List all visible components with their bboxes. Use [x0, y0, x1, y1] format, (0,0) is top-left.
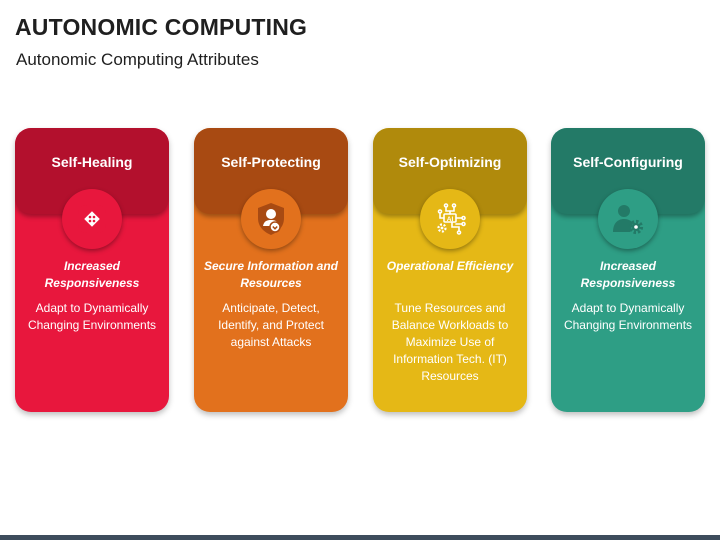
- card-title: Self-Protecting: [221, 154, 321, 170]
- icon-circle: AI: [420, 189, 480, 249]
- card-attribute: Increased Responsiveness: [44, 259, 140, 290]
- user-gear-icon: [613, 205, 644, 235]
- bandage-icon: [78, 205, 106, 233]
- card-description: Tune Resources and Balance Workloads to …: [391, 301, 509, 383]
- footer-bar: [0, 535, 720, 540]
- card-attribute: Secure Information and Resources: [203, 259, 339, 290]
- card-title: Self-Optimizing: [398, 154, 502, 170]
- card-self-configuring: Self-Configuring Increased Responsivenes…: [551, 128, 705, 412]
- card-description: Anticipate, Detect, Identify, and Protec…: [218, 301, 324, 349]
- icon-circle: [241, 189, 301, 249]
- svg-text:AI: AI: [447, 216, 454, 223]
- card-self-healing: Self-Healing Increased Responsiveness Ad…: [15, 128, 169, 412]
- ai-circuit-icon: AI: [437, 203, 466, 235]
- card-description: Adapt to Dynamically Changing Environmen…: [563, 301, 693, 332]
- card-attribute: Increased Responsiveness: [580, 259, 676, 290]
- icon-circle: [62, 189, 122, 249]
- icon-circle: [598, 189, 658, 249]
- card-title: Self-Configuring: [573, 154, 683, 170]
- page-subtitle: Autonomic Computing Attributes: [16, 50, 259, 69]
- card-self-optimizing: Self-Optimizing AI: [373, 128, 527, 412]
- card-title: Self-Healing: [51, 154, 133, 170]
- card-description: Adapt to Dynamically Changing Environmen…: [27, 301, 157, 332]
- card-self-protecting: Self-Protecting Secure Information and R…: [194, 128, 348, 412]
- page-title: AUTONOMIC COMPUTING: [15, 14, 308, 40]
- card-attribute: Operational Efficiency: [386, 259, 514, 273]
- shield-user-icon: [258, 203, 284, 235]
